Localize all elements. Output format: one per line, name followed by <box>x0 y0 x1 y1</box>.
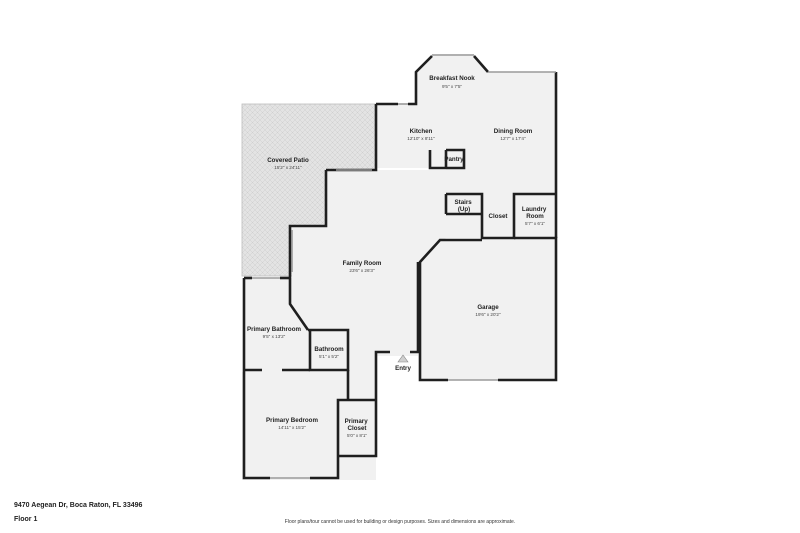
garage-label: Garage <box>477 304 499 311</box>
primary-closet-label: Primary Closet <box>345 418 370 432</box>
primary-closet-line-1: Primary <box>345 418 369 425</box>
dining-room-dims: 12'7" x 17'4" <box>500 136 526 141</box>
covered-patio-label: Covered Patio <box>267 157 309 164</box>
breakfast-nook-dims: 9'5" x 7'5" <box>442 84 462 89</box>
primary-bathroom-label: Primary Bathroom <box>247 326 301 333</box>
primary-bathroom-dims: 9'5" x 13'2" <box>263 334 286 339</box>
primary-bedroom-dims: 14'11" x 15'2" <box>278 425 306 430</box>
entry-arrow-icon <box>397 354 409 363</box>
laundry-room-label: Laundry Room <box>522 206 548 220</box>
dining-room-label: Dining Room <box>494 128 533 135</box>
breakfast-nook-label: Breakfast Nook <box>429 75 475 82</box>
floor-fill <box>242 54 556 480</box>
laundry-label-line-1: Laundry <box>522 206 547 213</box>
disclaimer-note: Floor plans/tour cannot be used for buil… <box>284 519 516 525</box>
bathroom-dims: 5'1" x 5'2" <box>319 354 339 359</box>
primary-closet-dims: 5'0" x 8'1" <box>347 433 367 438</box>
garage-dims: 19'6" x 20'2" <box>475 312 501 317</box>
kitchen-dims: 12'10" x 8'11" <box>407 136 435 141</box>
covered-patio-dims: 15'2" x 24'11" <box>274 165 302 170</box>
stairs-label: Stairs (Up) <box>455 199 474 213</box>
primary-bedroom-label: Primary Bedroom <box>266 417 318 424</box>
stairs-label-line-2: (Up) <box>458 206 470 213</box>
room-labels: Breakfast Nook 9'5" x 7'5" Kitchen 12'10… <box>247 75 548 438</box>
windows <box>252 54 556 479</box>
walls <box>242 55 558 480</box>
primary-closet-line-2: Closet <box>348 425 367 432</box>
laundry-room-dims: 5'7" x 6'1" <box>525 221 545 226</box>
bathroom-label: Bathroom <box>314 346 344 353</box>
family-room-label: Family Room <box>343 260 382 267</box>
stairs-label-line-1: Stairs <box>455 199 473 206</box>
pantry-label: Pantry <box>444 156 464 163</box>
floor-level: Floor 1 <box>14 516 38 523</box>
closet-label: Closet <box>489 213 508 220</box>
property-address: 9470 Aegean Dr, Boca Raton, FL 33496 <box>14 502 143 509</box>
laundry-label-line-2: Room <box>526 213 544 220</box>
entry-label: Entry <box>395 365 411 372</box>
kitchen-label: Kitchen <box>410 128 433 135</box>
family-room-dims: 23'6" x 26'3" <box>349 268 375 273</box>
